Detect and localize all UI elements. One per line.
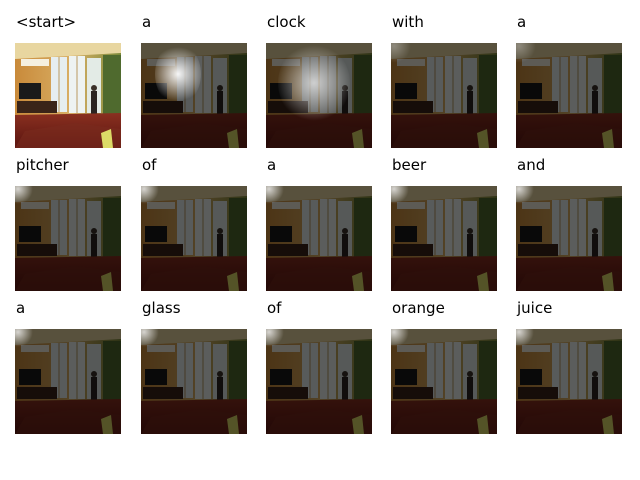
attention-cell: a	[141, 13, 247, 153]
word-label: <start>	[16, 13, 77, 31]
attention-spot	[15, 329, 33, 347]
attention-shade	[391, 329, 497, 434]
word-label: a	[517, 13, 527, 31]
word-label: juice	[517, 299, 553, 317]
attention-shade	[266, 329, 372, 434]
attention-shade	[516, 43, 622, 148]
word-label: beer	[392, 156, 427, 174]
attention-cell: <start>	[15, 13, 121, 153]
attention-cell: of	[266, 299, 372, 439]
attention-thumbnail	[516, 329, 622, 434]
attention-shade	[15, 186, 121, 291]
attention-shade	[516, 329, 622, 434]
attention-thumbnail	[141, 329, 247, 434]
attention-spot	[141, 329, 159, 347]
attention-shade	[141, 329, 247, 434]
attention-shade	[141, 186, 247, 291]
attention-thumbnail	[516, 186, 622, 291]
attention-shade	[15, 329, 121, 434]
attention-spot	[155, 43, 201, 105]
attention-spot	[391, 186, 409, 204]
word-label: a	[142, 13, 152, 31]
attention-cell: and	[516, 156, 622, 296]
word-label: of	[142, 156, 157, 174]
attention-spot	[516, 43, 536, 63]
attention-thumbnail	[266, 186, 372, 291]
attention-shade	[391, 43, 497, 148]
attention-thumbnail	[391, 43, 497, 148]
attention-spot	[516, 329, 534, 347]
attention-spot	[15, 186, 33, 204]
attention-cell: clock	[266, 13, 372, 153]
attention-cell: orange	[391, 299, 497, 439]
attention-thumbnail	[391, 329, 497, 434]
word-label: glass	[142, 299, 181, 317]
room-photo	[15, 43, 121, 148]
word-label: a	[267, 156, 277, 174]
attention-thumbnail	[266, 43, 372, 148]
attention-spot	[278, 43, 350, 123]
attention-shade	[15, 43, 121, 148]
attention-cell: of	[141, 156, 247, 296]
word-label: with	[392, 13, 424, 31]
attention-shade	[516, 186, 622, 291]
attention-cell: a	[15, 299, 121, 439]
attention-thumbnail	[15, 329, 121, 434]
attention-cell: glass	[141, 299, 247, 439]
attention-shade	[391, 186, 497, 291]
attention-thumbnail	[516, 43, 622, 148]
attention-thumbnail	[266, 329, 372, 434]
word-label: and	[517, 156, 546, 174]
attention-spot	[391, 329, 409, 347]
attention-cell: beer	[391, 156, 497, 296]
attention-spot	[266, 186, 284, 204]
attention-spot	[516, 186, 534, 204]
attention-thumbnail	[141, 186, 247, 291]
word-label: a	[16, 299, 26, 317]
attention-thumbnail	[141, 43, 247, 148]
attention-cell: pitcher	[15, 156, 121, 296]
attention-cell: juice	[516, 299, 622, 439]
word-label: clock	[267, 13, 306, 31]
attention-thumbnail	[391, 186, 497, 291]
attention-cell: a	[266, 156, 372, 296]
attention-shade	[266, 186, 372, 291]
attention-spot	[391, 43, 411, 63]
attention-spot	[141, 186, 159, 204]
attention-thumbnail	[15, 43, 121, 148]
attention-spot	[266, 329, 284, 347]
word-label: of	[267, 299, 282, 317]
attention-cell: a	[516, 13, 622, 153]
attention-thumbnail	[15, 186, 121, 291]
word-label: pitcher	[16, 156, 69, 174]
word-label: orange	[392, 299, 445, 317]
attention-cell: with	[391, 13, 497, 153]
